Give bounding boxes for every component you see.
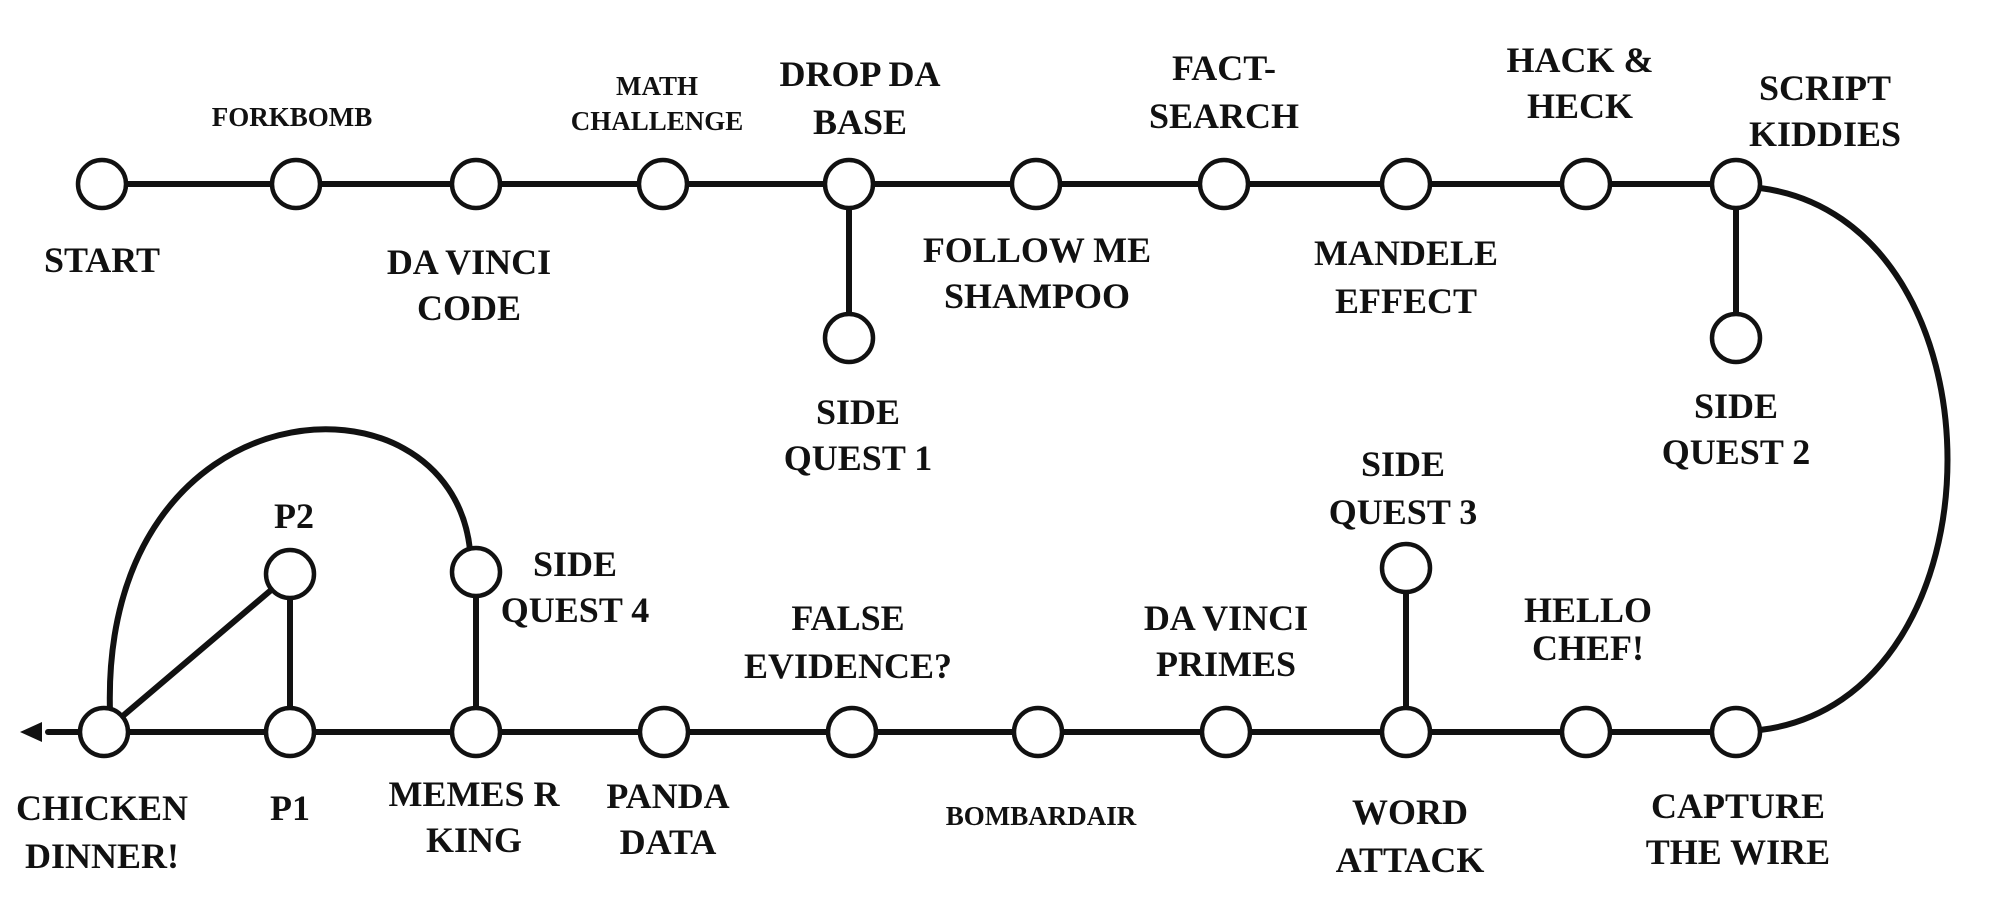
- node-side-quest-1: [822, 311, 876, 365]
- label-mandele-effect-line-2: EFFECT: [1335, 281, 1477, 321]
- label-math-challenge-line-1: MATH: [616, 71, 698, 101]
- edge-chicken-dinner-to-p2: [101, 571, 293, 735]
- label-follow-me-shampoo-line-2: SHAMPOO: [944, 276, 1130, 316]
- label-memes-r-king-line-2: KING: [426, 820, 522, 860]
- label-chicken-dinner-line-2: DINNER!: [25, 836, 179, 876]
- label-script-kiddies-line-2: KIDDIES: [1749, 114, 1901, 154]
- node-hack-and-heck: [1559, 157, 1613, 211]
- label-hack-and-heck-line-1: HACK &: [1507, 40, 1654, 80]
- label-hello-chef-line-1: HELLO: [1524, 590, 1652, 630]
- node-side-quest-2: [1709, 311, 1763, 365]
- edges: [20, 181, 1951, 742]
- node-follow-me-shampoo: [1009, 157, 1063, 211]
- node-da-vinci-primes: [1199, 705, 1253, 759]
- label-hack-and-heck-line-2: HECK: [1527, 86, 1633, 126]
- label-side-quest-2-line-2: QUEST 2: [1662, 432, 1810, 472]
- label-side-quest-3-line-1: SIDE: [1361, 444, 1445, 484]
- node-side-quest-4: [449, 545, 503, 599]
- label-chicken-dinner-line-1: CHICKEN: [16, 788, 188, 828]
- labels: START FORKBOMB DA VINCI CODE MATH CHALLENGE DR…: [16, 40, 1901, 880]
- node-da-vinci-code: [449, 157, 503, 211]
- nodes: [75, 157, 1763, 759]
- edge-chicken-dinner-to-side-quest-4-arc: [106, 426, 473, 715]
- label-start: START: [44, 240, 160, 280]
- node-false-evidence: [825, 705, 879, 759]
- node-math-challenge: [636, 157, 690, 211]
- label-word-attack-line-2: ATTACK: [1336, 840, 1485, 880]
- node-memes-r-king: [449, 705, 503, 759]
- node-side-quest-3: [1379, 541, 1433, 595]
- label-capture-the-wire-line-2: THE WIRE: [1646, 832, 1830, 872]
- label-side-quest-4-line-1: SIDE: [533, 544, 617, 584]
- label-word-attack-line-1: WORD: [1352, 792, 1468, 832]
- label-side-quest-2-line-1: SIDE: [1694, 386, 1778, 426]
- label-false-evidence-line-2: EVIDENCE?: [744, 646, 952, 686]
- node-start: [75, 157, 129, 211]
- label-drop-da-base-line-1: DROP DA: [780, 54, 941, 94]
- node-fact-search: [1197, 157, 1251, 211]
- label-hello-chef-line-2: CHEF!: [1532, 628, 1644, 668]
- label-capture-the-wire-line-1: CAPTURE: [1651, 786, 1825, 826]
- label-p2: P2: [274, 496, 314, 536]
- label-follow-me-shampoo-line-1: FOLLOW ME: [923, 230, 1151, 270]
- label-memes-r-king-line-1: MEMES R: [389, 774, 561, 814]
- node-drop-da-base: [822, 157, 876, 211]
- exit-arrow-icon: [20, 722, 42, 742]
- node-hello-chef: [1559, 705, 1613, 759]
- node-mandele-effect: [1379, 157, 1433, 211]
- label-false-evidence-line-1: FALSE: [791, 598, 904, 638]
- label-fact-search-line-2: SEARCH: [1149, 96, 1299, 136]
- label-math-challenge-line-2: CHALLENGE: [571, 106, 744, 136]
- label-script-kiddies-line-1: SCRIPT: [1759, 68, 1891, 108]
- label-da-vinci-primes-line-1: DA VINCI: [1144, 598, 1308, 638]
- label-side-quest-1-line-2: QUEST 1: [784, 438, 932, 478]
- label-forkbomb: FORKBOMB: [212, 102, 373, 132]
- label-side-quest-4-line-2: QUEST 4: [501, 590, 649, 630]
- node-chicken-dinner: [77, 705, 131, 759]
- label-da-vinci-code-line-1: DA VINCI: [387, 242, 551, 282]
- node-p2: [263, 547, 317, 601]
- node-script-kiddies: [1709, 157, 1763, 211]
- edge-script-kiddies-to-capture-the-wire: [1757, 185, 1951, 733]
- node-panda-data: [637, 705, 691, 759]
- label-da-vinci-code-line-2: CODE: [417, 288, 521, 328]
- label-mandele-effect-line-1: MANDELE: [1314, 233, 1498, 273]
- node-p1: [263, 705, 317, 759]
- label-panda-data-line-2: DATA: [620, 822, 717, 862]
- label-fact-search-line-1: FACT-: [1172, 48, 1276, 88]
- label-panda-data-line-1: PANDA: [606, 776, 729, 816]
- label-bombardair: BOMBARDAIR: [946, 801, 1137, 831]
- label-p1: P1: [270, 788, 310, 828]
- node-capture-the-wire: [1709, 705, 1763, 759]
- label-da-vinci-primes-line-2: PRIMES: [1156, 644, 1296, 684]
- node-word-attack: [1379, 705, 1433, 759]
- node-bombardair: [1011, 705, 1065, 759]
- label-drop-da-base-line-2: BASE: [813, 102, 907, 142]
- node-forkbomb: [269, 157, 323, 211]
- label-side-quest-3-line-2: QUEST 3: [1329, 492, 1477, 532]
- label-side-quest-1-line-1: SIDE: [816, 392, 900, 432]
